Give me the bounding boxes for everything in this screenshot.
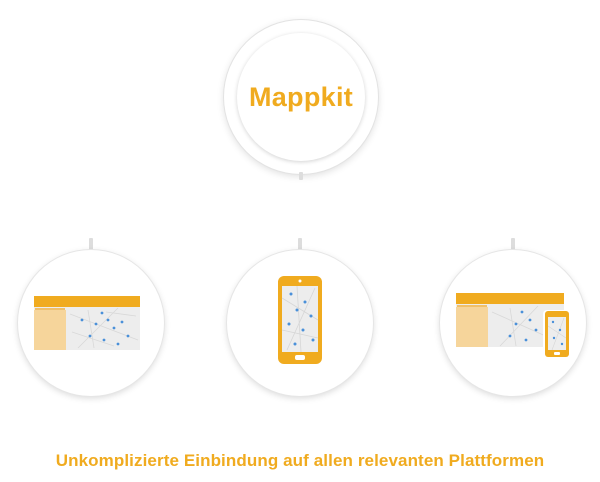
hub-title: Mappkit <box>248 81 354 112</box>
mappkit-hub-outer-ring: Mappkit <box>224 20 378 174</box>
smartphone-map-icon <box>278 276 322 364</box>
mappkit-hub: Mappkit <box>237 33 365 161</box>
platform-responsive <box>440 250 586 396</box>
connector-desktop <box>89 238 93 252</box>
platforms-caption: Unkomplizierte Einbindung auf allen rele… <box>55 451 545 470</box>
connector-mobile <box>298 238 302 252</box>
platform-desktop <box>18 250 164 396</box>
desktop-map-icon <box>34 296 140 350</box>
platform-mobile <box>227 250 373 396</box>
desktop-and-phone-map-icon <box>456 293 571 358</box>
connector-top <box>299 172 303 180</box>
connector-responsive <box>511 238 515 252</box>
